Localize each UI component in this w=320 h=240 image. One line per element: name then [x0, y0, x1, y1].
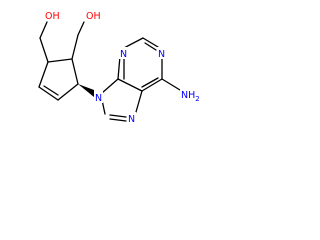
wedge-c7-n9: [78, 84, 94, 97]
bond-c2-n1: [142, 37, 159, 48]
bond-c3-ch2: [71, 34, 79, 60]
bond-n7-c8: [109, 114, 127, 118]
atom-label-amine: NH2: [181, 90, 200, 103]
bond-c6-c5: [141, 78, 163, 92]
amine-subscript: 2: [195, 95, 199, 103]
bond-ch2-oh-right: [77, 21, 85, 36]
bond-ch2-oh-left: [39, 21, 48, 39]
bond-c2-n1-double: [144, 42, 157, 51]
bond-c5-n7: [135, 90, 143, 113]
atom-label-n7: N: [128, 114, 135, 125]
bond-n9-c4: [101, 78, 119, 94]
bond-n7-c8-double: [109, 118, 127, 122]
atom-label-n1: N: [158, 49, 165, 60]
amine-nh-text: NH: [181, 90, 195, 101]
substituent-bonds: [39, 21, 94, 97]
bond-c4-ch2: [39, 37, 49, 63]
cyclopentene-ring: [38, 58, 79, 101]
bond-n3-c2: [123, 37, 144, 49]
bond-c5-c4: [117, 78, 143, 92]
bond-c4-n3: [117, 55, 121, 80]
atom-label-oh-right: OH: [86, 11, 101, 22]
bond-ring-c7-c3: [71, 58, 79, 85]
atom-label-n3: N: [120, 49, 127, 60]
chemical-structure-diagram: OH OH N N N N NH2: [38, 9, 204, 125]
bond-c6-c5-double: [141, 77, 159, 88]
atom-label-oh-left: OH: [45, 11, 60, 22]
atom-labels: OH OH N N N N NH2: [44, 9, 204, 125]
bond-c6-nh2: [161, 78, 181, 91]
bond-ring-c4-c5: [38, 61, 49, 88]
bond-ring-c3-c4: [47, 58, 73, 63]
bond-ring-c5-c6-double: [43, 85, 59, 96]
atom-label-n9: N: [95, 93, 102, 104]
purine-ring-system: [101, 37, 181, 122]
bond-ring-c5-c6: [38, 86, 59, 101]
bond-ring-c6-c7: [57, 83, 79, 101]
